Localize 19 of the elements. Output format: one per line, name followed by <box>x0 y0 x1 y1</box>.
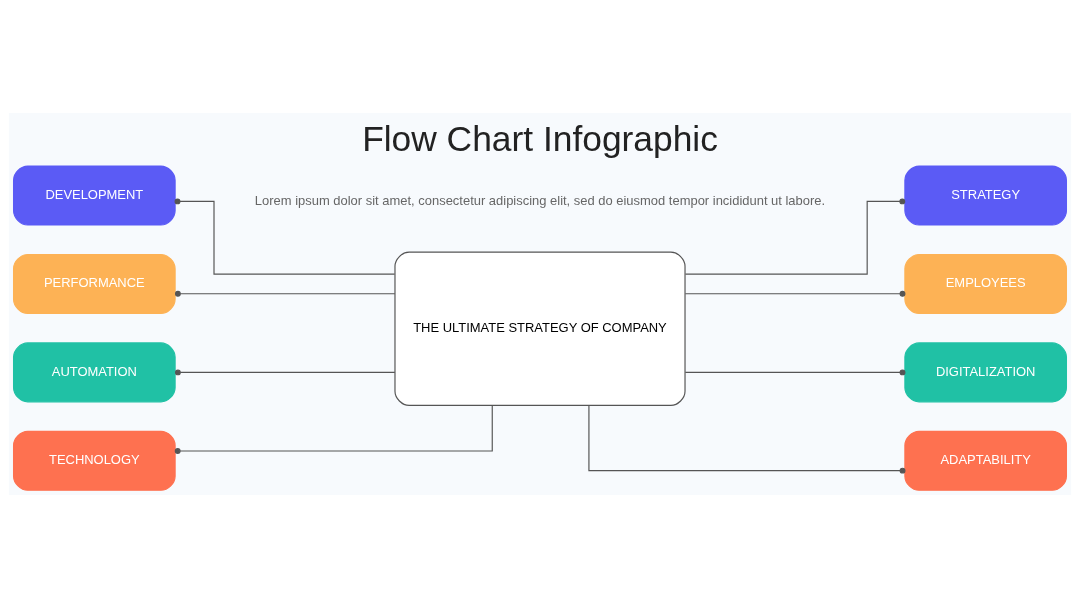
node-box: PERFORMANCE <box>13 253 176 314</box>
node-box: AUTOMATION <box>13 342 176 403</box>
node-box: ADAPTABILITY <box>904 430 1067 491</box>
diagram-title: Flow Chart Infographic <box>362 118 718 158</box>
connector <box>684 290 906 297</box>
node-box: DIGITALIZATION <box>904 342 1067 403</box>
connector <box>174 369 396 376</box>
connector <box>174 198 396 275</box>
caption: Lorem ipsum dolor sit amet, consectetur adipiscing elit, sed do eiusmod tempor incididunt ut labore. <box>254 192 826 208</box>
node-box: THE ULTIMATE STRATEGY OF COMPANY <box>394 251 686 406</box>
connector <box>588 404 906 474</box>
connector <box>684 369 906 376</box>
node-box: EMPLOYEES <box>904 253 1067 314</box>
node-box: DEVELOPMENT <box>13 165 176 226</box>
node-box: STRATEGY <box>904 165 1067 226</box>
connector <box>174 404 493 454</box>
node-box: TECHNOLOGY <box>13 430 176 491</box>
connector <box>174 290 396 297</box>
connector <box>684 198 906 275</box>
